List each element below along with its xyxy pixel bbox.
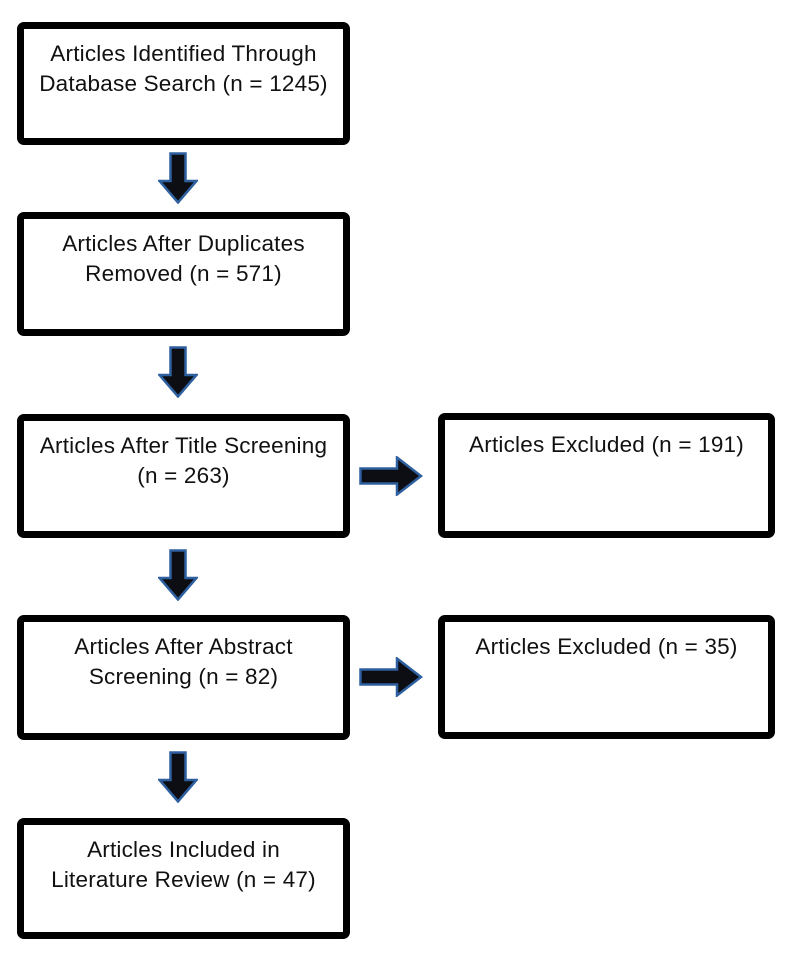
node-abstract-screening: Articles After Abstract Screening (n = 8… bbox=[17, 615, 350, 740]
node-label-line2: Database Search (n = 1245) bbox=[39, 71, 328, 96]
node-label-line1: Articles Identified Through bbox=[50, 41, 317, 66]
node-articles-identified: Articles Identified Through Database Sea… bbox=[17, 22, 350, 145]
node-label-line2: (n = 263) bbox=[137, 463, 230, 488]
node-label-line1: Articles After Abstract bbox=[74, 634, 293, 659]
connector-identified-to-duplicates bbox=[158, 152, 198, 204]
node-label-line1: Articles After Title Screening bbox=[39, 433, 328, 458]
node-label-line1: Articles Included in bbox=[87, 837, 280, 862]
node-label: Articles Identified Through Database Sea… bbox=[24, 29, 343, 99]
node-label: Articles After Title Screening (n = 263) bbox=[24, 421, 343, 491]
node-label-line2: Screening (n = 82) bbox=[88, 664, 279, 689]
node-label-line1: Articles Excluded (n = 191) bbox=[469, 432, 744, 457]
node-label-line1: Articles After Duplicates bbox=[62, 231, 305, 256]
down-arrow-icon bbox=[158, 346, 198, 398]
node-label-line2: Removed (n = 571) bbox=[85, 261, 282, 286]
node-label: Articles Included in Literature Review (… bbox=[24, 825, 343, 895]
node-title-screening: Articles After Title Screening (n = 263) bbox=[17, 414, 350, 538]
down-arrow-icon bbox=[158, 152, 198, 204]
right-arrow-icon bbox=[359, 657, 423, 697]
node-duplicates-removed: Articles After Duplicates Removed (n = 5… bbox=[17, 212, 350, 336]
connector-title-to-abstract bbox=[158, 549, 198, 601]
connector-abstract-to-excluded bbox=[359, 657, 423, 697]
node-excluded-after-title: Articles Excluded (n = 191) bbox=[438, 413, 775, 538]
node-label: Articles Excluded (n = 35) bbox=[445, 622, 768, 662]
node-label-line2: Literature Review (n = 47) bbox=[51, 867, 316, 892]
node-label: Articles Excluded (n = 191) bbox=[445, 420, 768, 460]
connector-abstract-to-included bbox=[158, 751, 198, 803]
connector-duplicates-to-title bbox=[158, 346, 198, 398]
node-label: Articles After Abstract Screening (n = 8… bbox=[24, 622, 343, 692]
down-arrow-icon bbox=[158, 549, 198, 601]
node-included-in-review: Articles Included in Literature Review (… bbox=[17, 818, 350, 939]
node-excluded-after-abstract: Articles Excluded (n = 35) bbox=[438, 615, 775, 739]
node-label-line1: Articles Excluded (n = 35) bbox=[475, 634, 738, 659]
connector-title-to-excluded bbox=[359, 456, 423, 496]
right-arrow-icon bbox=[359, 456, 423, 496]
node-label: Articles After Duplicates Removed (n = 5… bbox=[24, 219, 343, 289]
down-arrow-icon bbox=[158, 751, 198, 803]
